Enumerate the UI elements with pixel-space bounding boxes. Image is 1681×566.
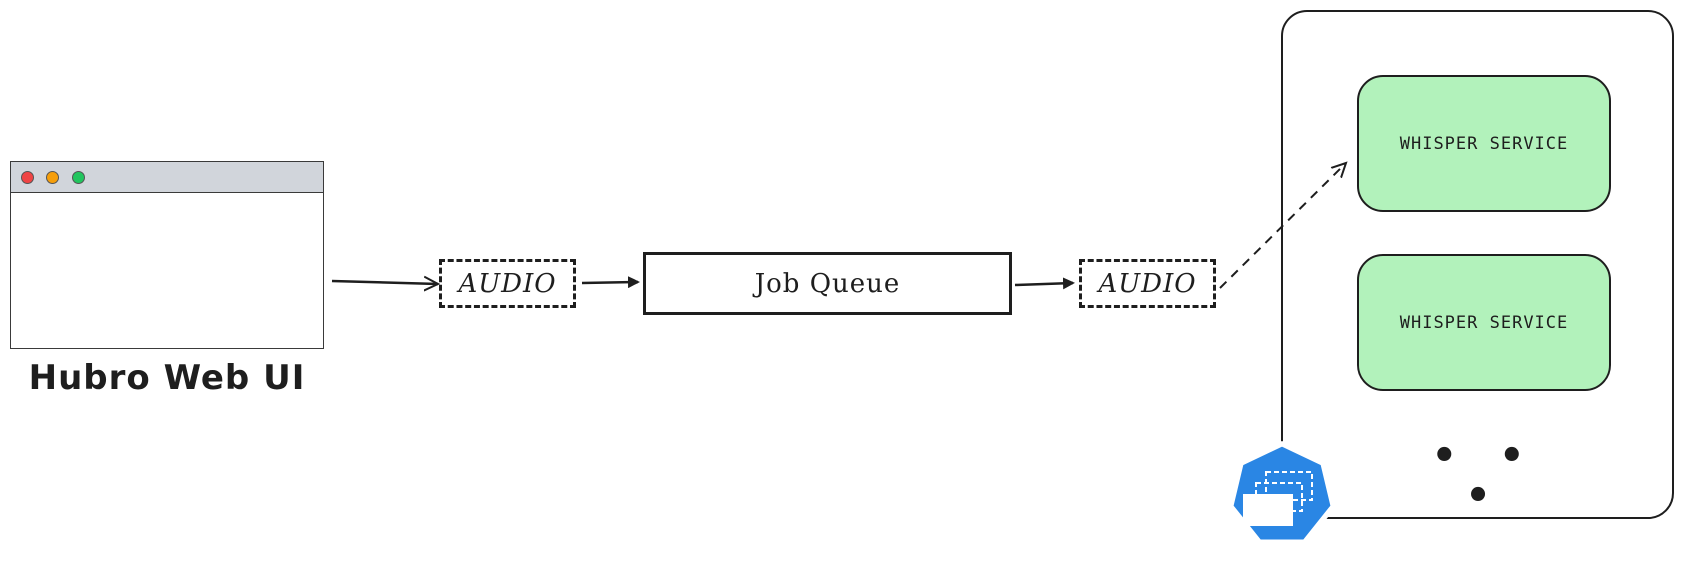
minimize-dot-icon [46,171,59,184]
maximize-dot-icon [72,171,85,184]
arrow-webui-to-audio [331,281,438,284]
kubernetes-deployment-icon [1228,441,1336,545]
whisper-service-label-1: WHISPER SERVICE [1399,133,1569,154]
more-services-ellipsis: • • • [1431,433,1539,519]
audio-label-2: AUDIO [1098,268,1197,299]
close-dot-icon [21,171,34,184]
audio-label-1: AUDIO [458,268,557,299]
whisper-service-label-2: WHISPER SERVICE [1399,312,1569,333]
whisper-service-1: WHISPER SERVICE [1357,75,1611,212]
job-queue-label: Job Queue [754,268,901,299]
arrow-jobqueue-to-audio [1014,277,1075,290]
audio-box-2: AUDIO [1079,259,1216,308]
audio-box-1: AUDIO [439,259,576,308]
web-ui-browser-window [10,161,324,349]
arrow-audio-to-whisper [1219,163,1346,289]
whisper-service-2: WHISPER SERVICE [1357,254,1611,391]
web-ui-label: Hubro Web UI [28,358,306,398]
job-queue-box: Job Queue [643,252,1012,315]
arrow-audio-to-jobqueue [581,276,640,289]
browser-title-bar [11,162,323,193]
